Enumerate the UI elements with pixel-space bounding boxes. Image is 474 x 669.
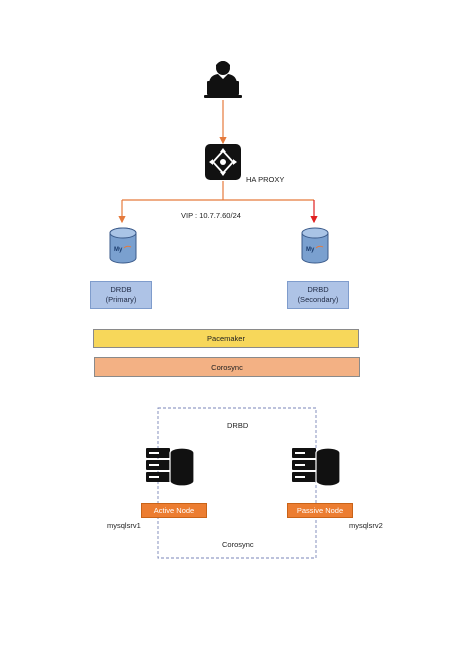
haproxy-label: HA PROXY	[246, 175, 285, 184]
primary-database-icon: My	[108, 227, 138, 265]
active-server-database-icon	[146, 444, 196, 488]
drbd-primary-line1: DRDB	[110, 284, 132, 294]
passive-host-label: mysqlsrv2	[349, 521, 383, 530]
drbd-secondary-line1: DRBD	[307, 284, 329, 294]
primary-mysql-logo-text: My	[114, 247, 123, 253]
user-laptop-icon	[204, 57, 242, 99]
cluster-drbd-label: DRBD	[227, 421, 249, 430]
secondary-mysql-logo-text: My	[306, 247, 315, 253]
corosync-bar: Corosync	[94, 357, 360, 377]
passive-node-button: Passive Node	[287, 503, 353, 518]
drbd-secondary-line2: (Secondary)	[297, 295, 339, 304]
active-host-label: mysqlsrv1	[107, 521, 141, 530]
drbd-secondary-box: DRBD (Secondary)	[287, 281, 349, 309]
drbd-primary-line2: (Primary)	[105, 295, 137, 304]
pacemaker-label: Pacemaker	[207, 334, 245, 343]
active-node-button: Active Node	[141, 503, 207, 518]
passive-server-database-icon	[292, 444, 342, 488]
haproxy-icon	[205, 144, 241, 180]
drbd-primary-box: DRDB (Primary)	[90, 281, 152, 309]
vip-label: VIP : 10.7.7.60/24	[181, 211, 241, 220]
passive-node-label: Passive Node	[296, 506, 344, 515]
corosync-label: Corosync	[211, 362, 243, 372]
cluster-corosync-label: Corosync	[222, 540, 254, 549]
secondary-database-icon: My	[300, 227, 330, 265]
active-node-label: Active Node	[153, 506, 195, 515]
pacemaker-bar: Pacemaker	[93, 329, 359, 348]
cluster-dashed-box	[157, 407, 317, 559]
